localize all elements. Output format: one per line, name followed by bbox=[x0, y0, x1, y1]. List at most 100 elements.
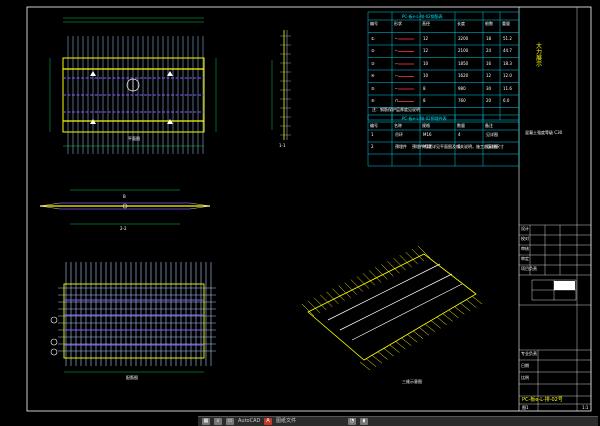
iso-bar bbox=[430, 320, 441, 329]
schedule-tables bbox=[367, 11, 520, 167]
table-cell: M12 bbox=[423, 144, 432, 149]
iso-bar bbox=[436, 316, 447, 326]
table-cell: ⑥ bbox=[371, 98, 375, 103]
iso-bar bbox=[405, 251, 418, 265]
iso-bar bbox=[460, 302, 471, 312]
table-cell: 24 bbox=[486, 48, 492, 53]
iso-bar bbox=[395, 340, 406, 350]
iso-bar bbox=[411, 248, 425, 262]
section-a-caption: 1-1 bbox=[279, 143, 286, 148]
section-b-caption: 2-2 bbox=[120, 226, 127, 231]
side-note: 混凝土强度等级 C30 bbox=[525, 130, 563, 135]
table-cell: 审核 bbox=[521, 246, 529, 251]
table-cell: ─ bbox=[395, 35, 398, 41]
table-cell: 44.7 bbox=[503, 48, 512, 53]
table-cell: 16 bbox=[486, 60, 492, 66]
table-cell: 吊环 bbox=[395, 132, 403, 137]
cad-app-icon[interactable]: A bbox=[264, 418, 272, 425]
table-cell: ⌐ bbox=[395, 60, 399, 66]
table-cell: 规格 bbox=[422, 123, 430, 128]
table-cell: 12.0 bbox=[503, 73, 512, 78]
table-cell: M16 bbox=[423, 132, 432, 137]
plan-top-caption: 平面图 bbox=[128, 136, 140, 141]
table2-title: PC-板e-L-排-02预埋件表 bbox=[402, 116, 447, 121]
table-cell: 12 bbox=[423, 48, 429, 53]
iso-bar bbox=[338, 285, 351, 298]
iso-bar bbox=[417, 245, 431, 259]
table-cell: 12 bbox=[423, 35, 429, 41]
table2-note: 预埋件位置详见平面图及相关说明，施工前复核尺寸 bbox=[412, 144, 504, 149]
iso-bar bbox=[320, 294, 333, 308]
title-block-highlight bbox=[554, 281, 575, 290]
table-cell: 审定 bbox=[521, 256, 529, 261]
taskbar-app-1[interactable]: AutoCAD bbox=[238, 418, 261, 424]
table-cell: 项目负责 bbox=[521, 266, 537, 271]
table-cell: ④ bbox=[371, 73, 375, 78]
plan-bottom-caption: 配筋图 bbox=[126, 375, 138, 380]
iso-bar bbox=[389, 344, 400, 353]
iso-bar bbox=[399, 254, 412, 268]
table-cell: 名称 bbox=[394, 123, 402, 128]
iso-bar bbox=[301, 303, 315, 317]
iso-bar bbox=[387, 261, 400, 274]
table-cell: 重量 bbox=[502, 21, 510, 26]
table-cell: 6.0 bbox=[503, 98, 510, 103]
iso-bar bbox=[368, 270, 382, 283]
iso-bar bbox=[307, 300, 321, 314]
table-cell: 18.3 bbox=[503, 60, 512, 66]
iso-bar bbox=[412, 330, 424, 339]
table-cell: ⌐ bbox=[395, 73, 399, 78]
table-cell: 直径 bbox=[422, 21, 430, 26]
table-cell: 编号 bbox=[370, 21, 378, 26]
table-cell: ① bbox=[371, 35, 375, 41]
reinforcement-plan bbox=[50, 262, 216, 373]
table-cell: 11.6 bbox=[503, 85, 512, 91]
iso-bar bbox=[371, 354, 382, 364]
table-cell: 20 bbox=[486, 98, 492, 103]
start-icon[interactable]: ▦ bbox=[202, 418, 210, 425]
table-cell: ⊓ bbox=[395, 98, 399, 103]
iso-bar bbox=[418, 327, 430, 336]
iso-bar bbox=[381, 264, 394, 277]
taskbar-app-2[interactable]: 图纸文件 bbox=[276, 418, 297, 424]
table-cell: 专业负责 bbox=[521, 351, 537, 356]
taskbar: ▦ ⌕ ▭ AutoCAD A 图纸文件 ◔ ◖ bbox=[198, 416, 598, 426]
table-cell: 8 bbox=[423, 98, 426, 103]
iso-bar bbox=[393, 258, 406, 271]
iso-bar bbox=[401, 337, 412, 346]
table-cell: 18 bbox=[486, 35, 492, 41]
table-cell: 3200 bbox=[458, 35, 469, 41]
network-icon[interactable]: ◔ bbox=[348, 418, 356, 425]
iso-bar bbox=[344, 282, 357, 295]
iso-bar bbox=[350, 279, 364, 292]
iso-bar bbox=[314, 297, 327, 311]
iso-bar bbox=[375, 267, 388, 280]
table-shape-marks bbox=[398, 38, 414, 102]
table-cell: 1620 bbox=[458, 73, 469, 78]
table-cell: 形状 bbox=[394, 21, 402, 26]
table-cell: 数量 bbox=[457, 123, 465, 128]
table-cell: 见详图 bbox=[486, 144, 498, 149]
iso-bar bbox=[471, 295, 483, 305]
table-cell: ─ bbox=[395, 48, 398, 53]
table-cell: 1 bbox=[371, 132, 374, 137]
table-cell: 预埋件 bbox=[395, 144, 407, 149]
iso-bar bbox=[332, 288, 345, 301]
isometric-view bbox=[301, 245, 483, 371]
folder-icon[interactable]: ▭ bbox=[226, 418, 234, 425]
table-cell: ② bbox=[371, 48, 375, 53]
search-icon[interactable]: ⌕ bbox=[214, 418, 222, 425]
table-cell: 见详图 bbox=[486, 132, 498, 137]
volume-icon[interactable]: ◖ bbox=[360, 418, 368, 425]
table-cell: 30 bbox=[486, 85, 492, 91]
table-cell: 760 bbox=[458, 98, 466, 103]
table-cell: 4 bbox=[458, 132, 461, 137]
table-cell: 日期 bbox=[521, 363, 529, 368]
table-cell: 编号 bbox=[370, 123, 378, 128]
table1-title: PC-板e-L-排-02钢筋表 bbox=[402, 14, 443, 19]
table-cell: 980 bbox=[458, 85, 466, 91]
table-cell: 51.2 bbox=[503, 35, 512, 41]
iso-caption: 三维示意图 bbox=[402, 379, 422, 384]
iso-bar bbox=[448, 309, 459, 319]
